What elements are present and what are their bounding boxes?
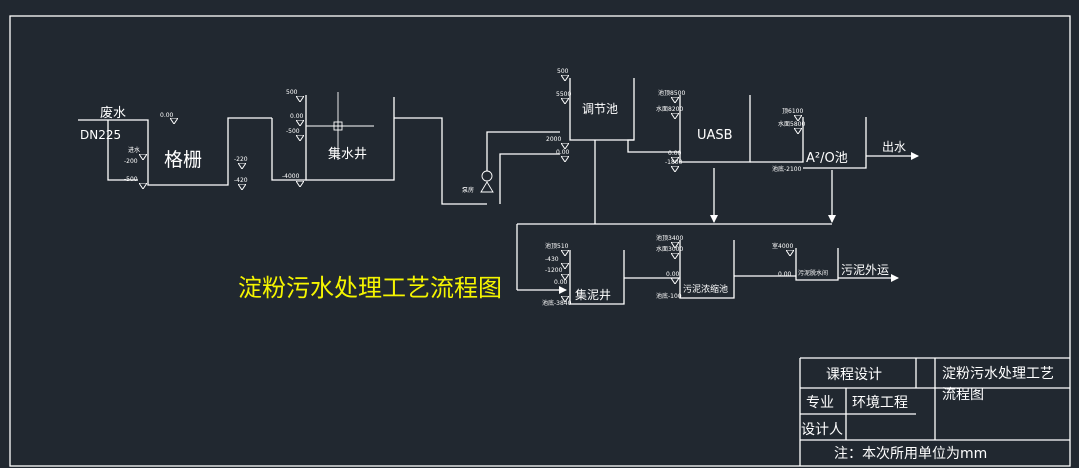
elev-sw-l4: 0.00 bbox=[554, 279, 568, 286]
drawing-frame bbox=[9, 15, 1071, 467]
sludge-well-label: 集泥井 bbox=[575, 287, 611, 302]
uasb-tank: UASB 池顶8500 水面8200 0.00 -1800 bbox=[627, 89, 751, 172]
regulation-tank: 调节池 500 5500 2000 0.00 bbox=[546, 68, 635, 162]
sludge-out-label: 污泥外运 bbox=[841, 263, 889, 277]
ao-tank: A²/O池 顶6100 水面5800 池底-2100 出水 bbox=[750, 108, 919, 173]
sludge-thickener: 污泥浓缩池 池顶3400 水面3000 0.00 池底-100 bbox=[656, 234, 796, 300]
elev-sw-top: 池顶510 bbox=[545, 242, 569, 250]
elev-sw-l2: -430 bbox=[545, 256, 559, 263]
title-block-title-line2: 流程图 bbox=[942, 387, 984, 403]
collection-well-label: 集水井 bbox=[328, 146, 367, 162]
elev-th-bottom: 池底-100 bbox=[656, 292, 682, 300]
elev-ao-top: 顶6100 bbox=[782, 108, 803, 115]
elev-reg-l4: 0.00 bbox=[556, 149, 570, 156]
elev-well-l2: -500 bbox=[286, 128, 300, 135]
elev-inlet-top: 0.00 bbox=[160, 112, 174, 119]
sludge-well: 集泥井 池顶510 -430 -1200 0.00 池底-3840 bbox=[542, 242, 680, 307]
dewatering-room: 污泥脱水间 室4000 0.00 污泥外运 bbox=[772, 242, 899, 282]
ao-tank-label: A²/O池 bbox=[806, 151, 848, 166]
elev-uasb-bottom: -1800 bbox=[665, 159, 683, 166]
elev-inlet-l1: 进水 bbox=[128, 146, 140, 154]
elev-th-top: 池顶3400 bbox=[656, 234, 683, 242]
elev-inlet-l2: -200 bbox=[124, 158, 138, 165]
elev-grille-l1: -220 bbox=[234, 156, 248, 163]
inlet-label: 废水 bbox=[100, 105, 126, 121]
elev-well-l1: 0.00 bbox=[290, 113, 304, 120]
elev-th-l3: 0.00 bbox=[666, 271, 680, 278]
units-note: 注：本次所用单位为mm bbox=[834, 446, 987, 462]
collection-well: 集水井 500 0.00 -500 -4000 bbox=[271, 89, 395, 187]
elev-grille-l2: -420 bbox=[234, 177, 248, 184]
elev-sw-l3: -1200 bbox=[545, 267, 563, 274]
elev-reg-top: 500 bbox=[557, 68, 569, 75]
major-label: 专业 bbox=[806, 395, 834, 411]
elev-well-bottom: -4000 bbox=[282, 173, 300, 180]
effluent-label: 出水 bbox=[882, 140, 906, 154]
elev-th-l2: 水面3000 bbox=[656, 245, 683, 253]
title-block: 课程设计 淀粉污水处理工艺 流程图 专业 环境工程 设计人 注：本次所用单位为m… bbox=[799, 357, 1070, 466]
grille-label: 格栅 bbox=[164, 149, 202, 171]
elev-well-top: 500 bbox=[286, 89, 298, 96]
elev-sw-bottom: 池底-3840 bbox=[542, 299, 572, 307]
elev-dw-top: 室4000 bbox=[772, 242, 793, 250]
designer-label: 设计人 bbox=[801, 422, 843, 438]
elev-reg-l3: 2000 bbox=[546, 136, 561, 143]
elev-reg-l2: 5500 bbox=[556, 91, 571, 98]
thickener-label: 污泥浓缩池 bbox=[683, 283, 728, 295]
inlet-section: 废水 DN225 0.00 进水 -200 -500 格栅 -220 -420 bbox=[78, 105, 272, 190]
elev-uasb-top: 池顶8500 bbox=[658, 89, 685, 97]
inlet-pipe-label: DN225 bbox=[80, 128, 121, 142]
elev-uasb-l2: 水面8200 bbox=[656, 105, 683, 113]
elev-ao-l2: 水面5800 bbox=[778, 120, 805, 128]
pump-label: 泵房 bbox=[462, 186, 474, 194]
sludge-lines bbox=[516, 140, 836, 294]
course-design-label: 课程设计 bbox=[826, 367, 882, 383]
pump-section: 泵房 bbox=[394, 117, 560, 205]
title-block-title-line1: 淀粉污水处理工艺 bbox=[942, 366, 1054, 382]
elev-inlet-bottom: -500 bbox=[124, 176, 138, 183]
dewatering-label: 污泥脱水间 bbox=[798, 269, 828, 277]
uasb-label: UASB bbox=[697, 128, 733, 143]
elev-dw-l2: 0.00 bbox=[778, 271, 792, 278]
diagram-title: 淀粉污水处理工艺流程图 bbox=[238, 274, 502, 302]
elev-ao-bottom: 池底-2100 bbox=[772, 165, 802, 173]
regulation-tank-label: 调节池 bbox=[582, 102, 618, 116]
major-value: 环境工程 bbox=[852, 395, 908, 411]
elev-uasb-l3: 0.00 bbox=[668, 150, 682, 157]
